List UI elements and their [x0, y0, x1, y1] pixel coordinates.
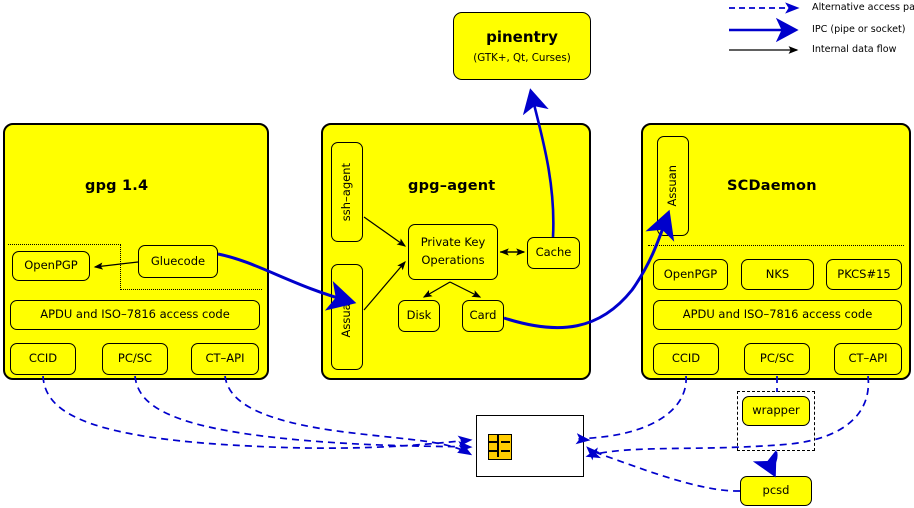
gpg-gluecode-label: Gluecode: [150, 253, 206, 268]
smartcard-chip-icon: [488, 434, 512, 460]
scdaemon-app-nks[interactable]: NKS: [741, 259, 814, 290]
gpg-agent-cache-box[interactable]: Cache: [527, 237, 580, 269]
gpg-driver-pcsc[interactable]: PC/SC: [102, 343, 168, 375]
scdaemon-app-openpgp-label: OpenPGP: [663, 266, 718, 281]
gpg-driver-ccid-label: CCID: [28, 351, 58, 366]
gpg-apdu-label: APDU and ISO–7816 access code: [40, 307, 230, 322]
scdaemon-driver-ccid-label: CCID: [671, 351, 701, 366]
gpg-apdu-box[interactable]: APDU and ISO–7816 access code: [10, 300, 260, 330]
legend-item-internal-flow: Internal data flow: [812, 44, 896, 55]
gpg-dotted-vertical: [120, 244, 121, 290]
pcsd-label: pcsd: [762, 483, 790, 498]
gpg-dotted-bottom: [120, 289, 262, 290]
gpg-agent-card-box[interactable]: Card: [462, 300, 504, 332]
legend-item-ipc: IPC (pipe or socket): [812, 24, 906, 35]
scdaemon-driver-ctapi-label: CT–API: [848, 351, 888, 366]
chip-contact-line-h4: [501, 450, 510, 452]
smartcard[interactable]: [476, 415, 584, 477]
scdaemon-app-openpgp[interactable]: OpenPGP: [653, 259, 728, 290]
chip-contact-line-h2: [489, 450, 497, 452]
pcsd-box[interactable]: pcsd: [740, 476, 812, 506]
pinentry-subtitle: (GTK+, Qt, Curses): [473, 52, 571, 64]
gpg-driver-pcsc-label: PC/SC: [117, 351, 153, 366]
scdaemon-app-pkcs15[interactable]: PKCS#15: [826, 259, 902, 290]
scdaemon-apdu-box[interactable]: APDU and ISO–7816 access code: [653, 300, 902, 330]
legend-label-ipc: IPC (pipe or socket): [812, 24, 906, 35]
pinentry-box[interactable]: pinentry (GTK+, Qt, Curses): [453, 12, 591, 80]
gpg-title: gpg 1.4: [85, 178, 149, 194]
gpg-agent-ssh-agent-box[interactable]: ssh–agent: [331, 142, 363, 242]
scdaemon-driver-pcsc[interactable]: PC/SC: [744, 343, 810, 375]
gpg-openpgp-dotted-region: [8, 244, 121, 245]
pinentry-title: pinentry: [486, 28, 558, 46]
scdaemon-assuan-label: Assuan: [665, 165, 680, 207]
scdaemon-dotted-divider: [648, 245, 904, 246]
gpg-agent-cache-label: Cache: [535, 245, 572, 260]
gpg-agent-ssh-agent-label: ssh–agent: [339, 162, 354, 222]
scdaemon-driver-ctapi[interactable]: CT–API: [834, 343, 902, 375]
gpg-driver-ccid[interactable]: CCID: [10, 343, 76, 375]
gpg-agent-disk-box[interactable]: Disk: [398, 300, 440, 332]
gpg-driver-ctapi[interactable]: CT–API: [191, 343, 259, 375]
wrapper-box[interactable]: wrapper: [742, 396, 810, 426]
scdaemon-assuan-box[interactable]: Assuan: [657, 136, 689, 236]
private-key-operations-box[interactable]: Private Key Operations: [408, 224, 498, 280]
scdaemon-apdu-label: APDU and ISO–7816 access code: [682, 307, 873, 322]
scdaemon-app-pkcs15-label: PKCS#15: [837, 266, 891, 281]
chip-contact-line-h1: [489, 441, 497, 443]
legend-label-alternative: Alternative access paths: [812, 2, 914, 13]
chip-contact-line-h3: [501, 441, 510, 443]
legend-label-internal: Internal data flow: [812, 44, 897, 55]
gpg-agent-assuan-box[interactable]: Assuan: [331, 264, 363, 370]
chip-contact-line-v: [497, 435, 499, 457]
gpg-agent-disk-label: Disk: [406, 308, 432, 323]
scdaemon-title: SCDaemon: [727, 178, 817, 194]
gpg-openpgp-box[interactable]: OpenPGP: [12, 251, 90, 281]
scdaemon-driver-ccid[interactable]: CCID: [653, 343, 719, 375]
gpg-openpgp-label: OpenPGP: [24, 258, 78, 273]
scdaemon-driver-pcsc-label: PC/SC: [759, 351, 795, 366]
private-key-operations-line2: Operations: [421, 253, 485, 267]
gpg-agent-card-label: Card: [469, 308, 497, 323]
scdaemon-app-nks-label: NKS: [765, 266, 790, 281]
gpg-driver-ctapi-label: CT–API: [205, 351, 245, 366]
gpg-agent-assuan-label: Assuan: [339, 296, 354, 338]
wrapper-label: wrapper: [752, 403, 800, 418]
legend-item-alternative-paths: Alternative access paths: [812, 2, 914, 13]
gpg-gluecode-box[interactable]: Gluecode: [138, 245, 218, 278]
private-key-operations-line1: Private Key: [420, 235, 486, 250]
gpg-agent-title: gpg–agent: [408, 178, 496, 194]
